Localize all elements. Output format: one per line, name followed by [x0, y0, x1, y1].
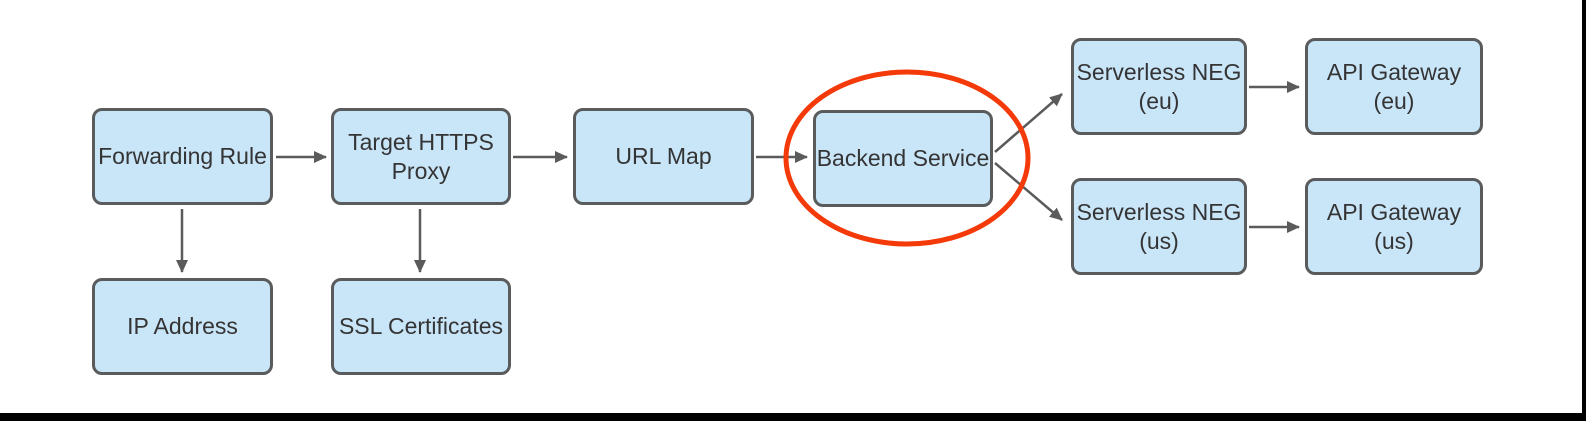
node-label: Serverless NEG (eu)	[1076, 58, 1242, 114]
node-serverless-neg-us: Serverless NEG (us)	[1071, 178, 1247, 275]
node-label: API Gateway (us)	[1326, 198, 1462, 254]
node-target-https-proxy: Target HTTPS Proxy	[331, 108, 511, 205]
node-label: Target HTTPS Proxy	[348, 128, 494, 184]
node-label: Serverless NEG (us)	[1076, 198, 1242, 254]
node-serverless-neg-eu: Serverless NEG (eu)	[1071, 38, 1247, 135]
node-ip-address: IP Address	[92, 278, 273, 375]
node-label: Backend Service	[816, 145, 990, 172]
node-api-gateway-eu: API Gateway (eu)	[1305, 38, 1483, 135]
node-label: URL Map	[615, 143, 712, 170]
node-label: IP Address	[127, 313, 238, 340]
node-forwarding-rule: Forwarding Rule	[92, 108, 273, 205]
node-label: API Gateway (eu)	[1326, 58, 1462, 114]
node-api-gateway-us: API Gateway (us)	[1305, 178, 1483, 275]
edge-backend-service-to-serverless-neg-eu	[994, 93, 1063, 153]
node-ssl-certificates: SSL Certificates	[331, 278, 511, 375]
node-url-map: URL Map	[573, 108, 754, 205]
node-label: Forwarding Rule	[98, 143, 267, 170]
edge-backend-service-to-serverless-neg-us	[994, 162, 1063, 221]
page-edge-bottom	[0, 413, 1586, 421]
node-label: SSL Certificates	[338, 313, 504, 340]
highlight-ellipse	[783, 69, 1031, 247]
node-backend-service: Backend Service	[813, 110, 993, 207]
page-edge-right	[1582, 0, 1586, 421]
